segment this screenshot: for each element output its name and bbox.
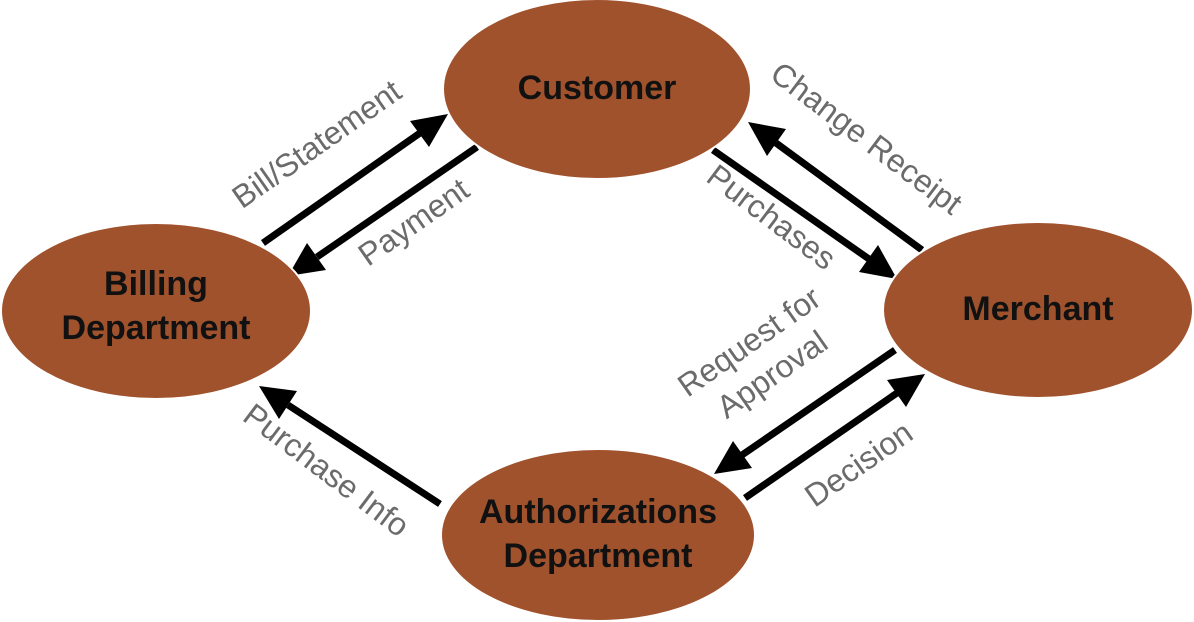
node-merchant: Merchant (882, 221, 1194, 399)
node-billing-line2: Department (62, 309, 251, 347)
edge-label-request-for-approval: Request for Approval (671, 279, 834, 425)
arrow-purchases (710, 147, 897, 279)
arrow-request-for-approval (714, 347, 897, 474)
arrow-bill-statement (260, 114, 448, 246)
node-authorizations-department: Authorizations Department (440, 448, 756, 622)
node-customer-label: Customer (518, 69, 677, 107)
arrow-decision (743, 374, 925, 501)
edge-label-bill-statement: Bill/Statement (225, 72, 407, 215)
arrow-change-receipt (748, 122, 925, 253)
edge-label-change-receipt: Change Receipt (764, 55, 969, 222)
node-billing-department: Billing Department (0, 222, 312, 400)
arrow-payment (288, 144, 479, 276)
node-merchant-label: Merchant (962, 290, 1113, 328)
node-customer: Customer (442, 0, 752, 180)
node-authorizations-line2: Department (504, 537, 693, 575)
node-billing-line1: Billing (104, 265, 208, 303)
arrow-purchase-info (259, 386, 442, 507)
node-authorizations-line1: Authorizations (479, 493, 717, 531)
edge-label-decision: Decision (798, 414, 919, 514)
